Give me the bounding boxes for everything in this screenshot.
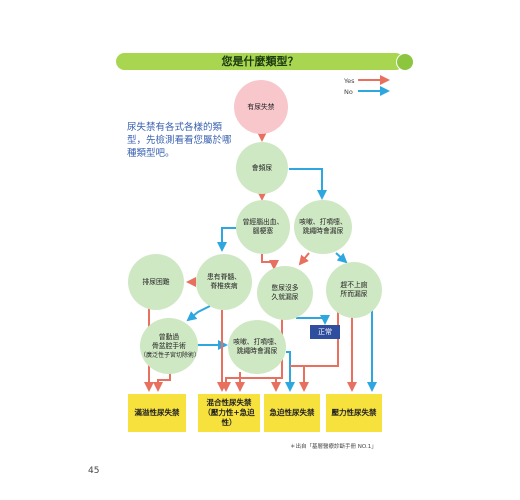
page-title: 您是什麼類型？ (221, 55, 299, 68)
arrow-coughtop-hold (298, 252, 310, 266)
node-hold: 憋尿沒多久就漏尿 (257, 266, 313, 320)
legend-yes-label: Yes (344, 77, 355, 85)
arrow-coughtop-cannot (335, 252, 348, 264)
result-mixed: 混合性尿失禁（壓力性+急迫性） (198, 394, 260, 432)
node-frequent: 會頻尿 (236, 142, 288, 194)
arrow-stroke-spine (217, 227, 236, 252)
title-banner (116, 53, 404, 70)
node-cough-top: 咳嗽、打噴嚏、跳繩時會漏尿 (294, 200, 352, 254)
result-overflow: 滿溢性尿失禁 (128, 394, 186, 432)
node-stroke: 曾經腦出血、腦梗塞 (236, 200, 290, 254)
arrow-frequent-cough-top (289, 168, 327, 200)
arrow-hold-normal (296, 315, 330, 325)
node-surgery: 曾動過骨盆腔手術（廣泛性子宮切除術） (140, 318, 200, 374)
node-spine: 患有脊髓、脊椎疾病 (196, 254, 252, 310)
arrow-stroke-hold (261, 254, 279, 270)
source-note: ＊出自「基層醫療診斷手冊 NO.1」 (290, 444, 377, 450)
banner-dot (396, 53, 414, 71)
node-cough-low: 咳嗽、打噴嚏、跳繩時會漏尿 (228, 320, 286, 374)
node-retention: 排尿困難 (128, 254, 184, 310)
intro-text: 尿失禁有各式各樣的類型，先檢測看看您屬於哪種類型吧。 (127, 122, 232, 159)
arrow-surgery-overflow (153, 372, 171, 392)
page-number: 45 (88, 466, 100, 476)
arrow-hold-urge-branch (271, 377, 282, 392)
arrow-cannot-urge (299, 308, 339, 392)
node-start: 有尿失禁 (234, 80, 288, 134)
normal-box: 正常 (310, 325, 340, 339)
arrow-spine-surgery (186, 305, 211, 322)
result-urge: 急迫性尿失禁 (264, 394, 320, 432)
legend-no-label: No (344, 88, 353, 96)
arrow-coughlow-urge (285, 351, 295, 392)
result-stress: 壓力性尿失禁 (326, 394, 382, 432)
node-cannot: 趕不上廁所而漏尿 (326, 262, 382, 318)
